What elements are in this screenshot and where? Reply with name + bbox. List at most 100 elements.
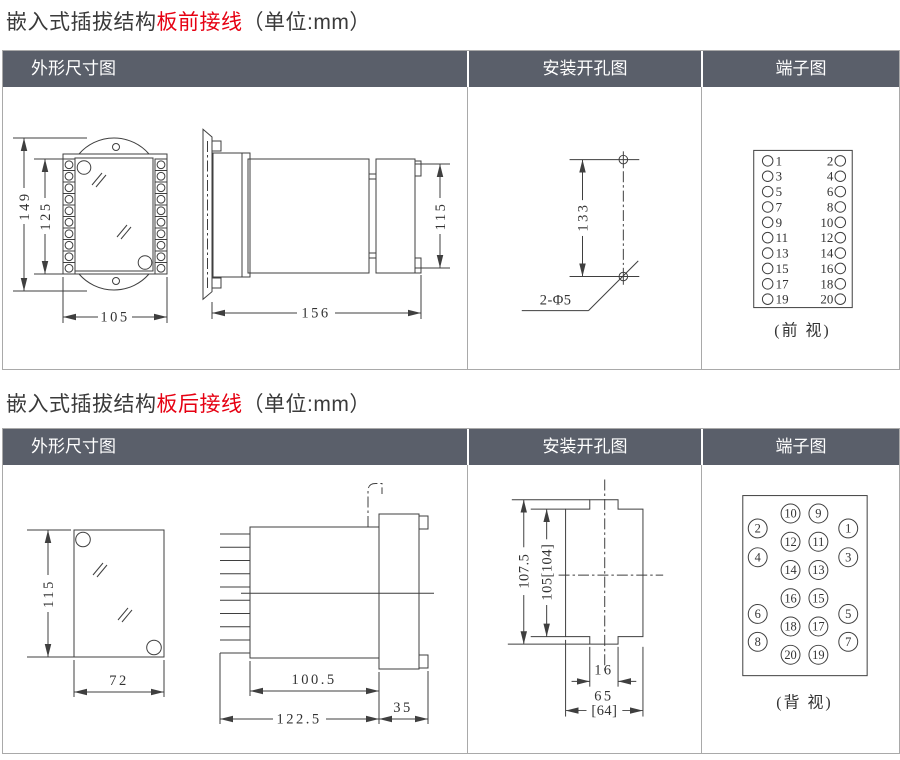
mount-hole-bottom — [112, 277, 120, 285]
terminal-circle — [838, 547, 859, 568]
hatch-marks — [91, 172, 132, 240]
dimension-115: 115 — [415, 163, 450, 269]
spec-table-rear-wiring: 外形尺寸图 安装开孔图 端子图 — [2, 428, 900, 754]
dimension-107-5: 107.5 — [507, 499, 590, 645]
terminal-circle — [808, 616, 829, 637]
table-header: 外形尺寸图 安装开孔图 端子图 — [3, 429, 899, 465]
terminal-strip-hole — [64, 263, 74, 273]
table-header: 外形尺寸图 安装开孔图 端子图 — [3, 51, 899, 87]
terminal-circle — [834, 247, 847, 259]
dimension-16: 16 — [571, 646, 637, 687]
terminal-number: 6 — [755, 607, 761, 621]
terminal-strip-hole — [64, 171, 74, 181]
terminal-circle — [761, 262, 774, 275]
terminal-number: 2 — [755, 522, 761, 536]
terminal-circle — [808, 531, 829, 552]
svg-text:125: 125 — [38, 201, 54, 230]
hole-callout: 2-Φ5 — [521, 260, 639, 312]
terminal-strip-hole — [64, 252, 74, 262]
terminal-circle — [808, 503, 829, 524]
terminal-circle — [761, 247, 774, 259]
column-header-outline: 外形尺寸图 — [31, 59, 116, 78]
terminal-number: 15 — [776, 261, 789, 276]
terminal-strip-hole — [156, 171, 166, 181]
terminal-caption: (前 视) — [774, 321, 830, 339]
front-view-drawing — [73, 529, 165, 658]
title-suffix: （单位:mm） — [242, 393, 371, 416]
terminal-strip-hole — [156, 263, 166, 273]
outline-drawing-front-wiring: 149 125 105 — [13, 128, 450, 326]
terminal-circle — [747, 604, 768, 624]
terminal-strip-cell — [154, 262, 168, 275]
terminal-number: 14 — [820, 246, 833, 261]
terminal-circle — [780, 588, 801, 609]
svg-text:149: 149 — [17, 191, 33, 220]
terminal-circle — [747, 518, 768, 539]
mount-hole-top — [112, 143, 120, 151]
terminal-circle — [808, 560, 829, 580]
terminal-number: 8 — [827, 199, 833, 214]
dimension-115: 115 — [27, 529, 74, 658]
svg-text:115: 115 — [41, 579, 57, 608]
mounting-drawing-front-wiring: 133 2-Φ5 — [467, 87, 640, 369]
title-highlight: 板前接线 — [156, 11, 243, 34]
front-view-drawing — [62, 137, 168, 291]
terminal-circle — [834, 231, 847, 244]
terminal-strip-hole — [156, 252, 166, 262]
dimension-64: [64] — [565, 639, 644, 719]
terminal-circle — [761, 155, 774, 167]
column-header-mounting: 安装开孔图 — [467, 429, 701, 465]
title-prefix: 嵌入式插拔结构 — [6, 11, 157, 34]
terminal-number: 4 — [827, 169, 834, 184]
terminal-number: 10 — [784, 507, 796, 521]
terminal-number: 6 — [827, 184, 834, 199]
terminal-number: 3 — [776, 169, 782, 184]
terminal-number: 19 — [776, 292, 789, 307]
svg-text:122.5: 122.5 — [276, 712, 321, 728]
terminal-circle — [780, 560, 801, 580]
terminal-number: 9 — [776, 215, 782, 230]
front-terminal-strips — [62, 158, 168, 275]
table-body: 149 125 105 — [3, 87, 899, 369]
terminal-strip-hole — [156, 206, 166, 216]
terminal-number: 17 — [812, 620, 824, 634]
dimension-105: 105 — [62, 277, 168, 326]
terminal-number: 19 — [812, 648, 824, 662]
dimension-65-label: 65 — [594, 689, 613, 705]
terminal-circle — [834, 185, 847, 198]
terminal-strip-hole — [64, 206, 74, 216]
terminal-circle — [834, 201, 847, 213]
side-view-drawing — [220, 483, 434, 670]
terminal-number: 16 — [784, 591, 796, 605]
terminal-circle — [834, 278, 847, 290]
section-title-rear-wiring: 嵌入式插拔结构板后接线（单位:mm） — [6, 388, 371, 418]
dimension-105-104: 105[104] — [530, 508, 566, 638]
terminal-circle — [838, 604, 859, 624]
terminal-number: 12 — [784, 535, 796, 549]
rear-pins — [220, 533, 250, 641]
terminal-strip-hole — [64, 229, 74, 239]
mounting-drawing-rear-wiring: 107.5 105[104] 16 65 — [467, 465, 664, 753]
terminal-number: 2 — [827, 153, 833, 168]
terminal-strip-hole — [64, 160, 74, 170]
svg-text:16: 16 — [594, 663, 613, 679]
terminal-number: 5 — [845, 607, 851, 621]
terminal-number: 16 — [820, 261, 833, 276]
terminal-circle — [761, 185, 774, 198]
terminal-strip-hole — [156, 217, 166, 227]
terminal-number: 15 — [812, 591, 824, 605]
terminal-strip-hole — [156, 229, 166, 239]
outline-drawing-rear-wiring: 115 72 — [27, 483, 434, 728]
terminal-circle — [780, 503, 801, 524]
dimension-149: 149 — [13, 137, 87, 292]
terminal-caption: (背 视) — [776, 693, 832, 711]
svg-text:105: 105 — [100, 310, 129, 326]
mount-hole-top — [569, 151, 640, 169]
dimension-100-5: 100.5 — [249, 661, 380, 724]
column-header-terminal: 端子图 — [701, 429, 899, 465]
terminal-strip-hole — [156, 240, 166, 250]
svg-text:[64]: [64] — [591, 703, 617, 719]
